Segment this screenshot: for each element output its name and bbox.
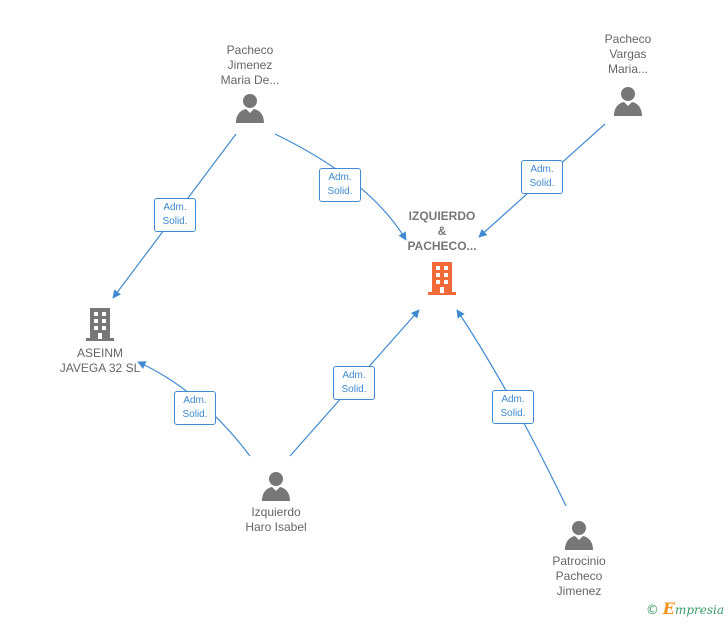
edge-label-line2: Solid.: [341, 384, 367, 395]
edge-label-line2: Solid.: [162, 216, 188, 227]
copyright-symbol: ©: [645, 603, 659, 618]
brand-initial: E: [662, 599, 675, 618]
node-label: Pacheco Vargas Maria...: [604, 32, 652, 76]
edge-label-izquierdo-haro-izquierdo-pacheco[interactable]: Adm. Solid.: [333, 366, 375, 400]
edge-label-line1: Adm.: [183, 395, 207, 406]
person-icon: [614, 87, 642, 116]
node-pacheco-jimenez[interactable]: Pacheco Jimenez Maria De...: [205, 43, 295, 124]
building-icon: [428, 262, 456, 295]
edge-label-pacheco-jimenez-aseinm[interactable]: Adm. Solid.: [154, 198, 196, 232]
edge-label-line2: Solid.: [500, 408, 526, 419]
person-icon: [236, 94, 264, 123]
node-label: ASEINM JAVEGA 32 SL: [59, 346, 141, 375]
edge-label-line2: Solid.: [182, 409, 208, 420]
empresia-logo: © Empresia: [646, 599, 724, 618]
node-pacheco-vargas[interactable]: Pacheco Vargas Maria...: [583, 32, 673, 117]
node-aseinm[interactable]: ASEINM JAVEGA 32 SL: [50, 306, 150, 376]
edge-label-izquierdo-haro-aseinm[interactable]: Adm. Solid.: [174, 391, 216, 425]
node-patrocinio[interactable]: Patrocinio Pacheco Jimenez: [529, 519, 629, 599]
edge-label-line2: Solid.: [327, 186, 353, 197]
node-izquierdo-pacheco[interactable]: IZQUIERDO & PACHECO...: [392, 209, 492, 296]
edge-label-pacheco-jimenez-izquierdo-pacheco[interactable]: Adm. Solid.: [319, 168, 361, 202]
edge-label-line2: Solid.: [529, 178, 555, 189]
node-label: Patrocinio Pacheco Jimenez: [552, 554, 606, 598]
brand-name: mpresia: [674, 603, 724, 617]
node-izquierdo-haro[interactable]: Izquierdo Haro Isabel: [226, 470, 326, 535]
edge-label-line1: Adm.: [328, 172, 352, 183]
edge-label-line1: Adm.: [163, 202, 187, 213]
node-label: Izquierdo Haro Isabel: [245, 505, 307, 534]
building-icon: [86, 308, 114, 341]
edge-label-patrocinio-izquierdo-pacheco[interactable]: Adm. Solid.: [492, 390, 534, 424]
person-icon: [262, 472, 290, 501]
edge-label-pacheco-vargas-izquierdo-pacheco[interactable]: Adm. Solid.: [521, 160, 563, 194]
edge-label-line1: Adm.: [530, 164, 554, 175]
node-label: Pacheco Jimenez Maria De...: [220, 43, 280, 87]
node-label: IZQUIERDO & PACHECO...: [407, 209, 477, 253]
edge-label-line1: Adm.: [501, 394, 525, 405]
person-icon: [565, 521, 593, 550]
edge-label-line1: Adm.: [342, 370, 366, 381]
